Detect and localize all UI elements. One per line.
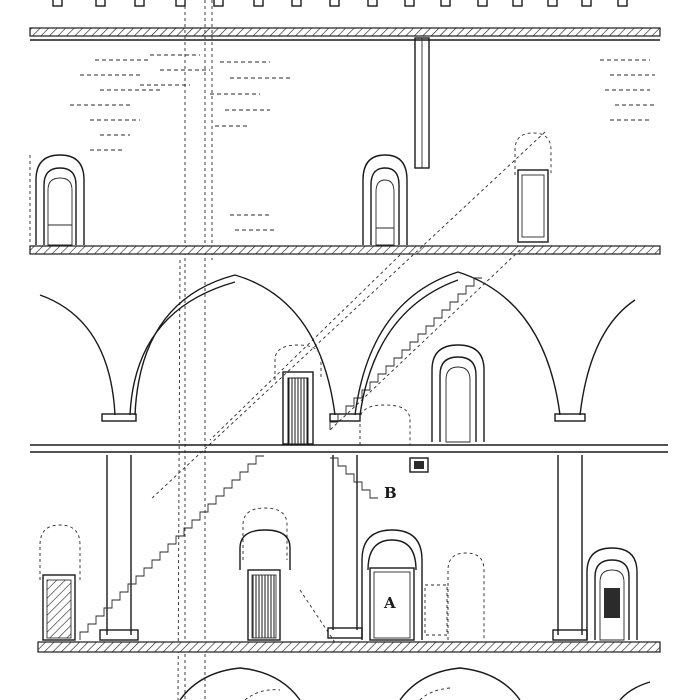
upper-window-middle [362, 154, 408, 246]
lower-columns [99, 455, 588, 641]
stair-steps-middle [329, 277, 482, 430]
middle-door-left [274, 344, 322, 445]
label-b: B [384, 484, 397, 502]
lower-window-right [586, 547, 638, 641]
stair-steps-lower-right [330, 457, 378, 499]
upper-pilaster [414, 37, 430, 169]
label-a: A [383, 594, 396, 612]
middle-capitals [101, 413, 586, 422]
top-cornice-band [29, 27, 661, 37]
construction-lines [177, 0, 213, 700]
lower-diagonal [299, 589, 341, 651]
bottom-arches [179, 667, 651, 700]
upper-masonry-texture [70, 54, 655, 231]
lower-door-center-left [239, 507, 291, 641]
stair-steps-lower [79, 455, 264, 640]
upper-window-left [29, 154, 85, 246]
middle-floor-line [30, 444, 668, 453]
middle-arches [39, 271, 636, 416]
middle-small-arch [359, 404, 411, 445]
window-near-b [409, 457, 429, 473]
upper-floor-band [29, 245, 661, 255]
lower-window-dashed [424, 552, 485, 640]
ground-floor-band [37, 641, 661, 653]
lower-window-far-left [39, 524, 81, 641]
upper-window-right [514, 132, 552, 243]
middle-window-right [431, 344, 485, 443]
staircase-diagonal-upper [149, 131, 546, 501]
crenellation-row [52, 0, 628, 7]
lower-door-a [361, 529, 423, 641]
